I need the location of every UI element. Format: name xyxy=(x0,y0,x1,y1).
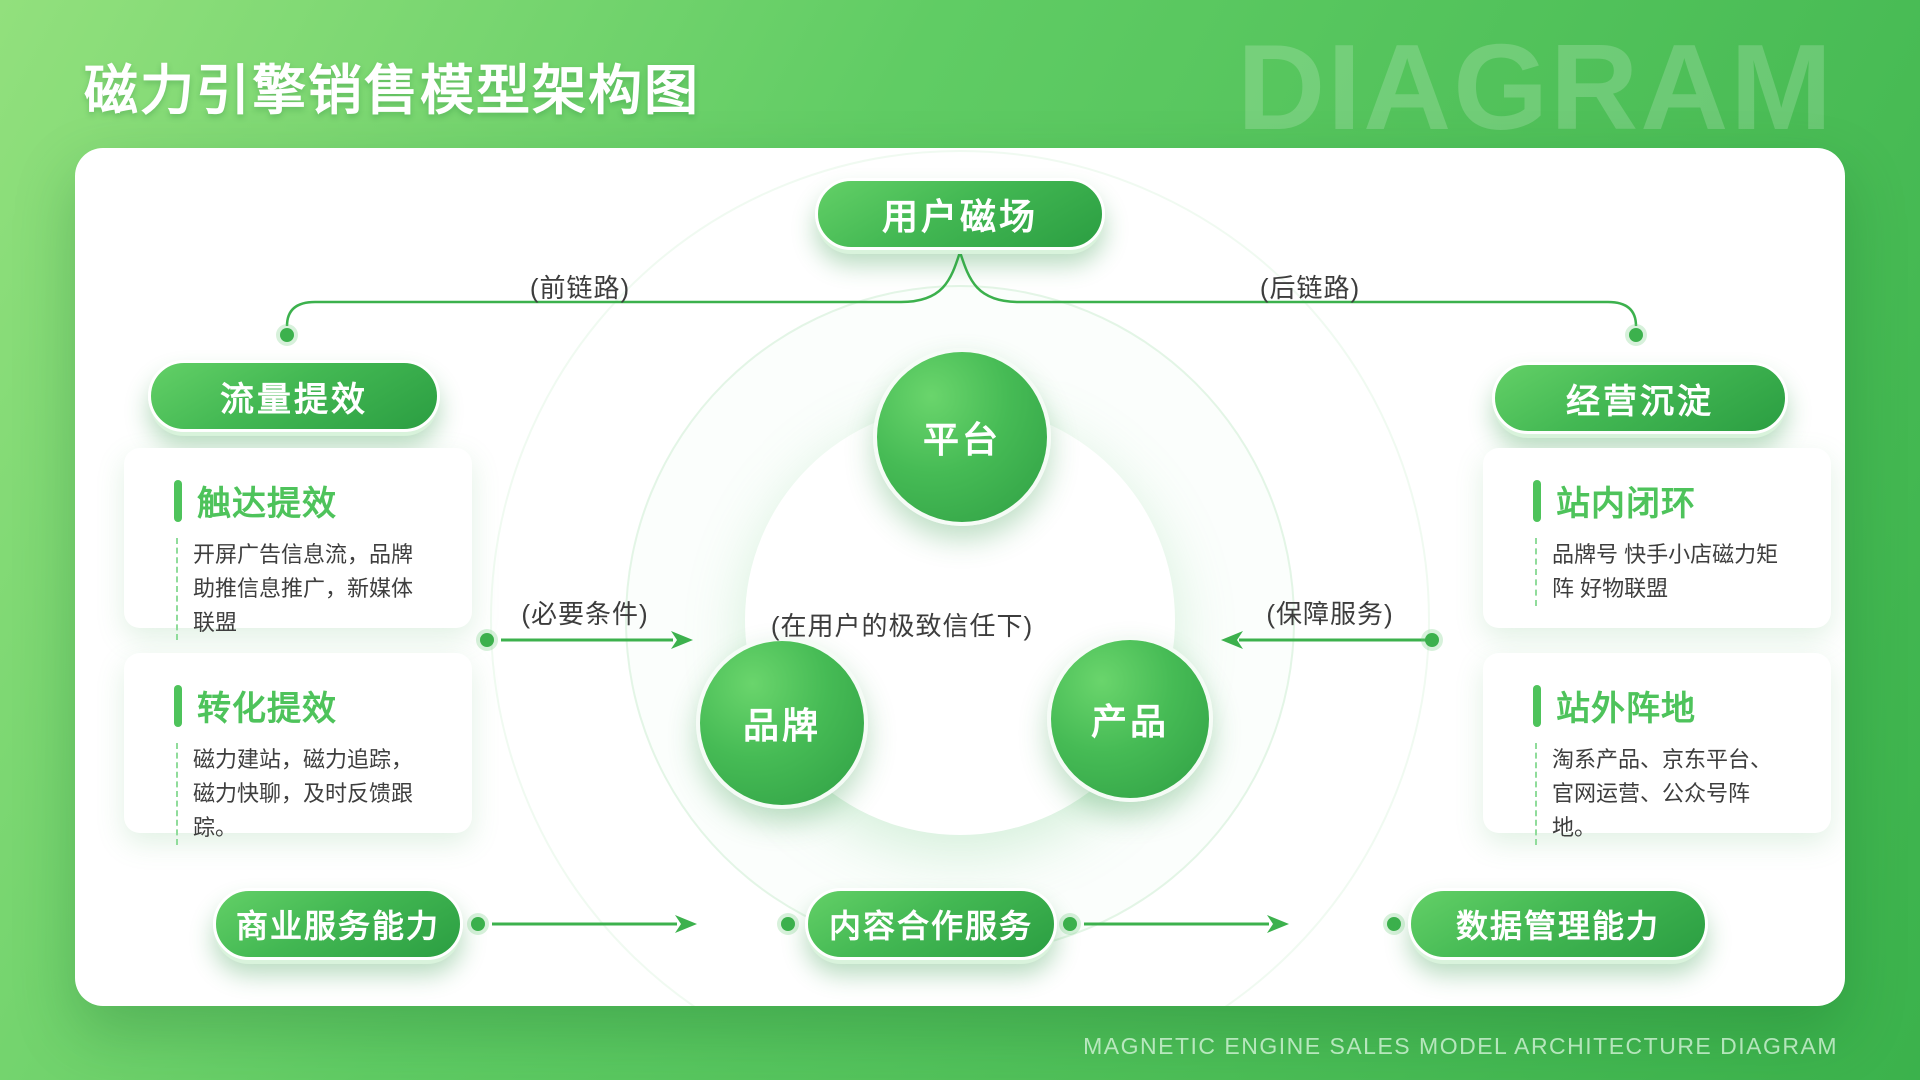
guarantee-service-label: (保障服务) xyxy=(1266,599,1394,629)
page-title: 磁力引擎销售模型架构图 xyxy=(84,61,700,121)
node-business-service-capability: 商业服务能力 xyxy=(213,888,463,960)
mid-left-arrowhead xyxy=(671,631,693,649)
title-bar-icon xyxy=(1533,479,1541,522)
bottom-arrow-a-head xyxy=(675,915,697,933)
title-bar-icon xyxy=(174,684,182,727)
necessary-condition-label: (必要条件) xyxy=(521,599,649,629)
back-link-line xyxy=(958,251,1638,327)
mid-right-arrowhead xyxy=(1221,631,1243,649)
card-title: 转化提效 xyxy=(197,690,337,728)
card-title: 站外阵地 xyxy=(1556,690,1696,728)
node-user-magnetic-field: 用户磁场 xyxy=(815,178,1105,250)
user-trust-note: (在用户的极致信任下) xyxy=(770,611,1034,641)
card-conversion-efficiency: 转化提效 磁力建站，磁力追踪，磁力快聊，及时反馈跟踪。 xyxy=(124,653,472,846)
card-title: 触达提效 xyxy=(197,485,337,523)
bottom-arrow-b-head xyxy=(1267,915,1289,933)
title-bar-icon xyxy=(1533,684,1541,727)
circle-platform: 平台 xyxy=(873,348,1051,526)
front-link-line xyxy=(285,251,962,327)
card-body: 淘系产品、京东平台、官网运营、公众号阵地。 xyxy=(1535,743,1787,846)
diagram-canvas: 用户磁场 (前链路) (后链路) 流量提效 经营沉淀 触达提效 开屏广告信息流，… xyxy=(75,148,1845,1006)
node-traffic-efficiency: 流量提效 xyxy=(148,360,440,432)
node-data-management-capability: 数据管理能力 xyxy=(1408,888,1708,960)
front-link-label: (前链路) xyxy=(529,273,631,303)
card-offsite-position: 站外阵地 淘系产品、京东平台、官网运营、公众号阵地。 xyxy=(1483,653,1831,846)
circle-brand: 品牌 xyxy=(696,637,868,809)
card-body: 磁力建站，磁力追踪，磁力快聊，及时反馈跟踪。 xyxy=(176,743,428,846)
connector-lines xyxy=(276,251,1647,935)
card-onsite-loop: 站内闭环 品牌号 快手小店磁力矩阵 好物联盟 xyxy=(1483,448,1831,628)
watermark-text: DIAGRAM xyxy=(1237,19,1834,155)
node-content-cooperation-service: 内容合作服务 xyxy=(805,888,1057,960)
card-body: 品牌号 快手小店磁力矩阵 好物联盟 xyxy=(1535,538,1787,607)
title-bar-icon xyxy=(174,479,182,522)
card-reach-efficiency: 触达提效 开屏广告信息流，品牌助推信息推广，新媒体联盟 xyxy=(124,448,472,641)
card-title: 站内闭环 xyxy=(1556,485,1696,523)
circle-product: 产品 xyxy=(1047,636,1213,802)
footer-caption: MAGNETIC ENGINE SALES MODEL ARCHITECTURE… xyxy=(1083,1033,1838,1059)
back-link-label: (后链路) xyxy=(1259,273,1361,303)
node-operation-accumulation: 经营沉淀 xyxy=(1492,362,1788,434)
card-body: 开屏广告信息流，品牌助推信息推广，新媒体联盟 xyxy=(176,538,428,641)
